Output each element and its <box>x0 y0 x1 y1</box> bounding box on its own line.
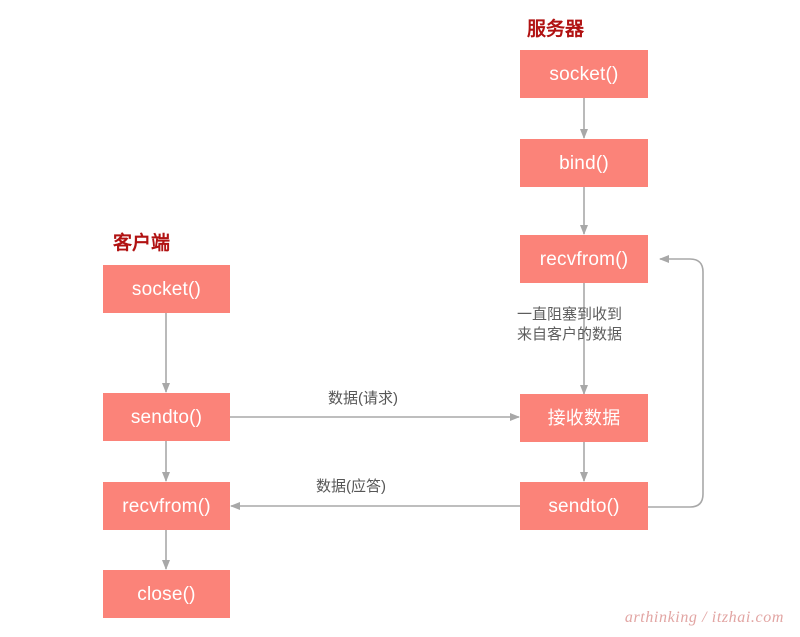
server-node-sendto[interactable]: sendto() <box>520 482 648 530</box>
server-node-recvfrom[interactable]: recvfrom() <box>520 235 648 283</box>
blocking-note: 一直阻塞到收到 来自客户的数据 <box>517 306 623 344</box>
lane-title-client: 客户端 <box>113 233 171 254</box>
watermark: arthinking / itzhai.com <box>624 609 784 626</box>
client-node-recvfrom[interactable]: recvfrom() <box>103 482 230 530</box>
edge-label-response: 数据(应答) <box>316 478 386 495</box>
client-node-close[interactable]: close() <box>103 570 230 618</box>
connector-server-loop-back <box>648 255 704 508</box>
server-node-socket[interactable]: socket() <box>520 50 648 98</box>
server-node-receive-data[interactable]: 接收数据 <box>520 394 648 442</box>
lane-title-server: 服务器 <box>527 19 585 40</box>
edge-label-request: 数据(请求) <box>328 390 398 407</box>
server-node-bind[interactable]: bind() <box>520 139 648 187</box>
client-node-sendto[interactable]: sendto() <box>103 393 230 441</box>
client-node-socket[interactable]: socket() <box>103 265 230 313</box>
